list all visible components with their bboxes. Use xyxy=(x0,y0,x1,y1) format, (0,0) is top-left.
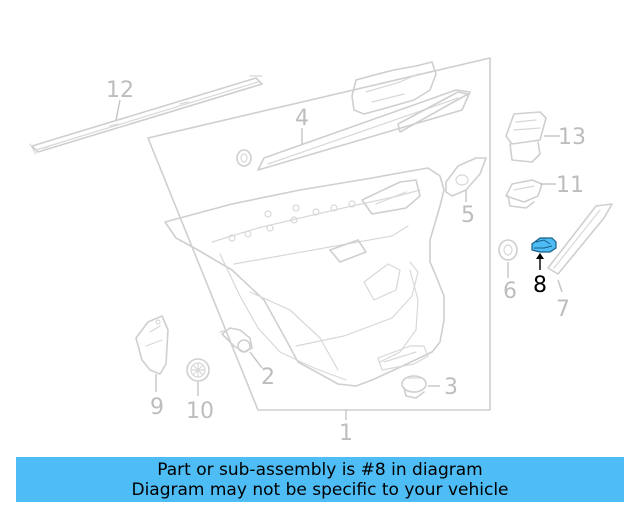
callout-11: 11 xyxy=(556,173,584,198)
banner-line-1: Part or sub-assembly is #8 in diagram xyxy=(157,460,483,480)
part-12-belt-molding xyxy=(29,75,263,155)
part-13-switch xyxy=(505,111,547,163)
callout-4: 4 xyxy=(295,106,309,131)
part-4-upper-trim xyxy=(236,61,471,171)
part-9-bracket xyxy=(135,315,169,375)
callout-8: 8 xyxy=(533,273,547,298)
callout-13: 13 xyxy=(558,125,586,150)
callout-5: 5 xyxy=(461,203,475,228)
callout-3: 3 xyxy=(444,375,458,400)
part-1-door-panel xyxy=(147,57,491,411)
part-5-speaker-cover xyxy=(445,157,487,197)
part-10-grille xyxy=(186,358,210,382)
callout-2: 2 xyxy=(261,365,275,390)
part-6-grommet xyxy=(498,239,518,261)
part-2-fastener xyxy=(219,327,253,353)
info-banner: Part or sub-assembly is #8 in diagram Di… xyxy=(16,457,624,502)
banner-line-2: Diagram may not be specific to your vehi… xyxy=(131,480,509,500)
callout-6: 6 xyxy=(503,279,517,304)
part-8-clip-highlighted xyxy=(531,237,557,253)
callout-1: 1 xyxy=(339,421,353,446)
callout-12: 12 xyxy=(106,78,134,103)
part-3-push-clip xyxy=(401,375,427,399)
callout-9: 9 xyxy=(150,395,164,420)
callout-10: 10 xyxy=(186,399,214,424)
part-11-switch-bezel xyxy=(505,179,543,209)
callout-7: 7 xyxy=(556,297,570,322)
parts-diagram: 1 12 4 5 13 11 xyxy=(29,57,613,446)
part-7-pillar-trim xyxy=(547,203,613,275)
